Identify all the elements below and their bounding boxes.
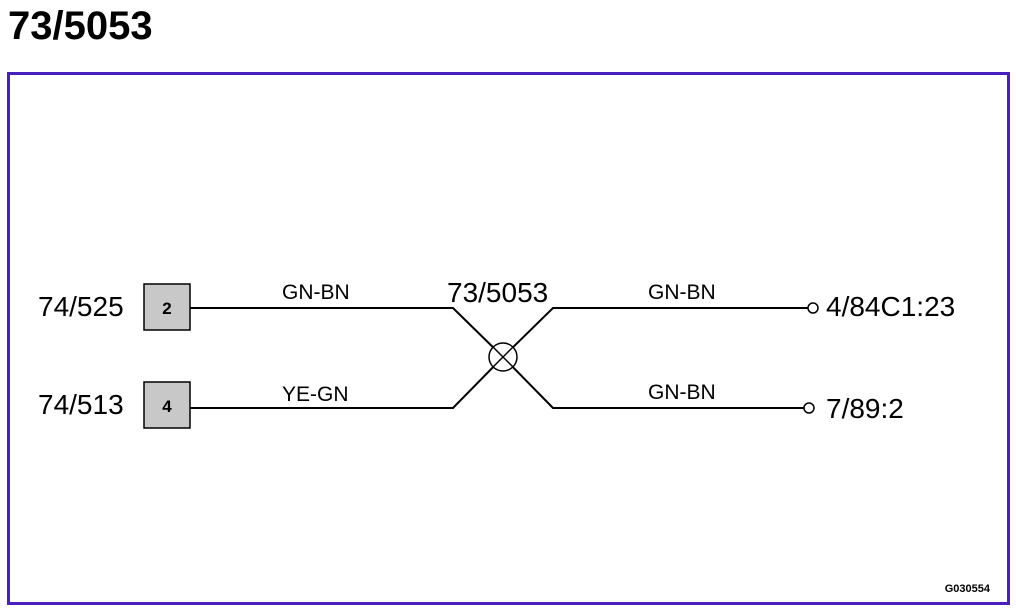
pin-box-bottom <box>143 381 191 429</box>
wire-left-top <box>190 307 504 358</box>
splice-icon <box>488 342 518 372</box>
terminal-top-icon <box>807 302 819 314</box>
page-title: 73/5053 <box>8 4 153 48</box>
pin-box-top <box>143 283 191 331</box>
diagram-frame <box>7 72 1010 605</box>
destination-label-top: 4/84C1:23 <box>826 291 955 322</box>
terminal-bottom-icon <box>803 402 815 414</box>
splice-label: 73/5053 <box>447 277 548 308</box>
wire-right-top <box>502 307 808 358</box>
wire-right-bottom <box>502 356 804 409</box>
wire-label-left-bottom: YE-GN <box>282 383 349 406</box>
wire-label-right-bottom: GN-BN <box>648 381 716 404</box>
destination-label-bottom: 7/89:2 <box>826 393 904 424</box>
pin-label-top: 2 <box>162 299 171 318</box>
wire-label-right-top: GN-BN <box>648 281 716 304</box>
wire-label-left-top: GN-BN <box>282 281 350 304</box>
connector-label-top: 74/525 <box>38 291 124 322</box>
wire-left-bottom <box>190 356 504 409</box>
pin-label-bottom: 4 <box>162 397 172 416</box>
figure-code: G030554 <box>945 583 991 595</box>
connector-label-bottom: 74/513 <box>38 389 124 420</box>
